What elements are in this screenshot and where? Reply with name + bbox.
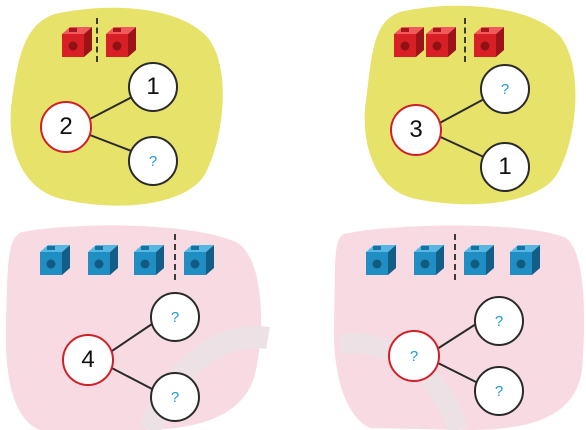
red-cube-icon <box>426 27 456 57</box>
number-bond-panel-1: 2 1 ? <box>0 0 230 210</box>
whole-circle: 2 <box>40 101 92 153</box>
part-circle-top: 1 <box>128 62 178 112</box>
red-cube-icon <box>62 27 92 57</box>
number-bond-panel-3: 4 ? ? <box>0 220 270 430</box>
whole-circle: 3 <box>390 104 442 156</box>
divider-line <box>454 234 456 280</box>
blue-cube-icon <box>88 245 118 275</box>
blue-cube-icon <box>134 245 164 275</box>
blue-cube-icon <box>366 245 396 275</box>
part-circle-top: ? <box>150 292 200 342</box>
panel-2-background <box>364 5 576 205</box>
blue-cube-icon <box>414 245 444 275</box>
blue-cube-icon <box>40 245 70 275</box>
number-bond-panel-4: ? ? ? <box>330 220 586 430</box>
part-circle-top: ? <box>474 296 524 346</box>
part-circle-top: ? <box>480 64 530 114</box>
blue-cube-icon <box>184 245 214 275</box>
divider-line <box>174 234 176 280</box>
part-circle-bottom: 1 <box>480 142 530 192</box>
part-circle-bottom: ? <box>150 372 200 422</box>
part-circle-bottom: ? <box>128 136 178 186</box>
red-cube-icon <box>106 27 136 57</box>
divider-line <box>464 18 466 62</box>
blue-cube-icon <box>464 245 494 275</box>
divider-line <box>96 18 98 62</box>
red-cube-icon <box>474 27 504 57</box>
red-cube-icon <box>394 27 424 57</box>
number-bond-panel-2: 3 ? 1 <box>352 0 586 210</box>
blue-cube-icon <box>510 245 540 275</box>
whole-circle: ? <box>388 330 440 382</box>
whole-circle: 4 <box>62 334 114 386</box>
part-circle-bottom: ? <box>474 366 524 416</box>
